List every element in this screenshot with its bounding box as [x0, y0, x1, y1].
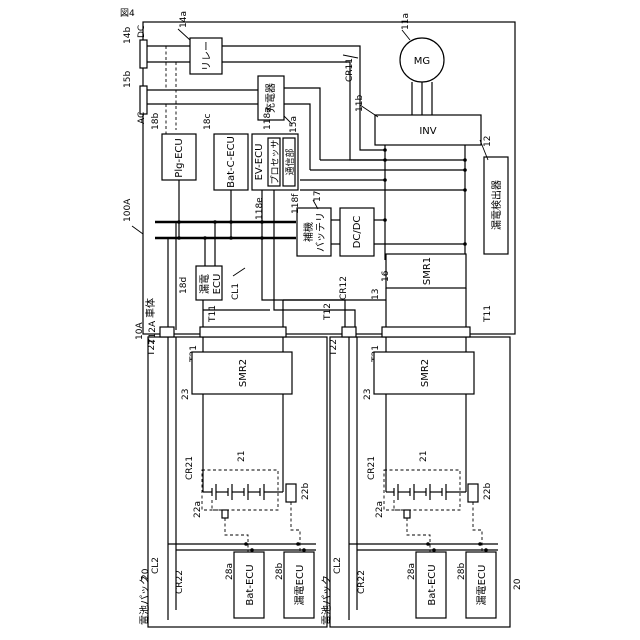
dcdc-block: DC/DC — [340, 208, 374, 256]
inverter-block: INV — [375, 115, 481, 145]
ref-22a-right: 22a — [375, 501, 385, 518]
ref-18b: 18b — [151, 113, 161, 130]
bat-ecu-block-left: Bat-ECU — [234, 552, 264, 618]
ref-11b: 11b — [355, 95, 365, 112]
ref-14a: 14a — [179, 11, 189, 28]
svg-text:DC: DC — [137, 25, 147, 38]
leak-ecu-vehicle-block: 漏電 ECU — [196, 266, 223, 300]
bat-c-ecu-block: Bat-C-ECU — [214, 134, 248, 190]
ref-cl2-right: CL2 — [333, 557, 343, 574]
svg-text:Plg-ECU: Plg-ECU — [174, 138, 185, 177]
ref-13: 13 — [371, 289, 381, 300]
battery-pack-label-right: 電池パック — [320, 575, 333, 625]
svg-text:EV-ECU: EV-ECU — [254, 144, 265, 181]
ref-t11-right: T11 — [483, 305, 493, 323]
vehicle-label: 車体 — [144, 298, 157, 318]
svg-text:漏電: 漏電 — [199, 274, 211, 294]
svg-text:Bat-ECU: Bat-ECU — [245, 564, 256, 605]
ref-118e: 118e — [255, 197, 265, 220]
smr1-block: SMR1 — [386, 254, 466, 288]
ref-t12: T12 — [323, 303, 333, 321]
svg-text:漏電ECU: 漏電ECU — [294, 565, 306, 606]
leak-detector-block: 漏電検出器 — [484, 157, 508, 254]
svg-text:INV: INV — [419, 126, 436, 137]
svg-text:AC: AC — [137, 112, 147, 124]
ref-22b-right: 22b — [483, 483, 493, 500]
ref-22b-left: 22b — [301, 483, 311, 500]
smr2-block-right: SMR2 — [374, 352, 474, 394]
ref-23-left: 23 — [181, 389, 191, 400]
ref-20-right: 20 — [513, 578, 523, 590]
ref-18d: 18d — [179, 277, 189, 294]
ref-16: 16 — [381, 270, 391, 282]
ac-inlet: AC — [137, 86, 147, 124]
ref-cr22-left: CR22 — [175, 570, 185, 594]
smr2-block-left: SMR2 — [192, 352, 292, 394]
relay-block: リレー — [190, 38, 222, 74]
svg-text:SMR1: SMR1 — [422, 257, 433, 285]
bat-ecu-block-right: Bat-ECU — [416, 552, 446, 618]
ref-10a: 10A — [135, 322, 145, 340]
ref-t22-right: T22 — [329, 339, 339, 357]
ref-21-right: 21 — [419, 451, 429, 462]
figure-label: 図4 — [120, 8, 135, 19]
ref-cr12: CR12 — [339, 276, 349, 300]
battery-pack-label-left: 電池パック — [138, 575, 151, 625]
svg-text:補機: 補機 — [302, 222, 315, 242]
aux-battery-block: 補機 バッテリ — [297, 208, 331, 256]
svg-text:ECU: ECU — [212, 274, 223, 295]
ref-cl1: CL1 — [231, 283, 241, 300]
dc-inlet: DC — [137, 25, 147, 68]
ref-t11-left: T11 — [208, 305, 218, 323]
ref-cr21-left: CR21 — [185, 456, 195, 480]
leak-ecu-block-left: 漏電ECU — [284, 552, 314, 618]
plg-ecu-block: Plg-ECU — [162, 134, 196, 180]
ref-21-left: 21 — [237, 451, 247, 462]
ev-ecu-block: EV-ECU プロセッサ 通信部 — [252, 134, 298, 190]
svg-text:SMR2: SMR2 — [420, 359, 431, 387]
svg-text:MG: MG — [414, 56, 430, 67]
svg-text:漏電ECU: 漏電ECU — [476, 565, 488, 606]
leak-ecu-block-right: 漏電ECU — [466, 552, 496, 618]
ref-23-right: 23 — [363, 389, 373, 400]
ref-118a: 118a — [263, 107, 273, 130]
svg-text:リレー: リレー — [202, 41, 213, 71]
battery-cells-right — [386, 484, 466, 500]
ref-11a: 11a — [401, 13, 411, 30]
svg-text:Bat-C-ECU: Bat-C-ECU — [226, 136, 237, 188]
svg-text:通信部: 通信部 — [284, 148, 296, 175]
svg-text:漏電検出器: 漏電検出器 — [490, 180, 503, 230]
ref-22a-left: 22a — [193, 501, 203, 518]
ref-cr11: CR11 — [345, 58, 355, 82]
svg-text:プロセッサ: プロセッサ — [270, 139, 281, 184]
ref-28a-right: 28a — [407, 563, 417, 580]
ref-15a: 15a — [289, 116, 299, 133]
ref-15b: 15b — [123, 71, 133, 88]
mg-motor: MG — [400, 38, 444, 82]
connector-row — [160, 327, 470, 337]
ref-cr21-right: CR21 — [367, 456, 377, 480]
ref-14b: 14b — [123, 27, 133, 44]
ref-t22-left: T22 — [147, 339, 157, 357]
battery-cells-left — [203, 484, 283, 500]
ref-cr22-right: CR22 — [357, 570, 367, 594]
ref-118f: 118f — [291, 193, 301, 214]
ref-28a-left: 28a — [225, 563, 235, 580]
ref-18c: 18c — [203, 114, 213, 130]
svg-text:バッテリ: バッテリ — [315, 212, 327, 252]
ref-12: 12 — [483, 136, 493, 147]
ref-cl2-left: CL2 — [151, 557, 161, 574]
ref-28b-left: 28b — [275, 563, 285, 580]
svg-text:SMR2: SMR2 — [238, 359, 249, 387]
svg-text:DC/DC: DC/DC — [352, 216, 363, 249]
ref-17: 17 — [313, 191, 323, 202]
ref-100a: 100A — [123, 198, 133, 222]
ref-28b-right: 28b — [457, 563, 467, 580]
svg-text:Bat-ECU: Bat-ECU — [427, 564, 438, 605]
